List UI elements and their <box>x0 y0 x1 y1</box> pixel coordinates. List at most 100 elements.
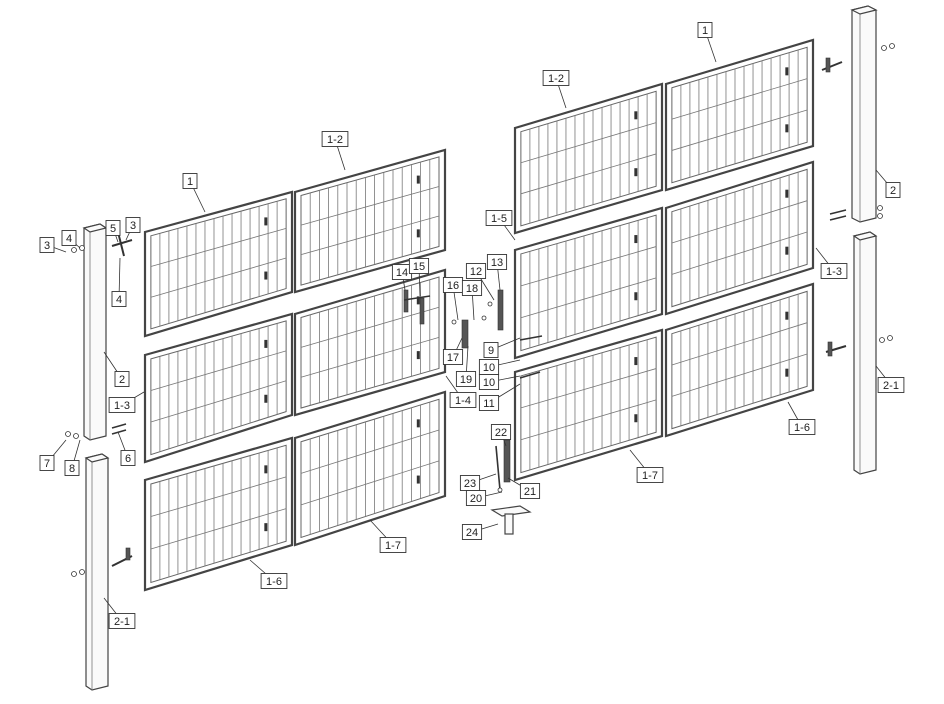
part-label-text: 18 <box>466 283 478 295</box>
part-label-p9: 9 <box>483 337 521 358</box>
part-label-text: 2-1 <box>883 380 899 392</box>
mounting-bolts-left <box>65 423 127 439</box>
part-label-text: 10 <box>483 362 495 374</box>
part-label-text: 2 <box>890 185 896 197</box>
panel-right-right-middle <box>664 160 815 316</box>
part-label-p1-2: 1-2 <box>542 70 570 109</box>
part-label-text: 23 <box>464 478 476 490</box>
part-label-p4: 4 <box>111 257 127 307</box>
panel-right-right-bottom <box>664 282 815 438</box>
part-label-p1-4: 1-4 <box>445 375 477 408</box>
part-label-p13: 13 <box>486 254 508 291</box>
part-label-p2: 2 <box>875 169 901 198</box>
left-post-upper <box>82 223 108 441</box>
part-label-text: 1-4 <box>455 395 471 407</box>
part-label-text: 1-2 <box>548 73 564 85</box>
part-label-text: 11 <box>483 398 494 410</box>
part-label-text: 15 <box>413 261 425 273</box>
part-label-text: 2 <box>119 374 125 386</box>
part-label-text: 10 <box>483 377 495 389</box>
part-label-text: 3 <box>130 220 136 232</box>
part-label-p1-7: 1-7 <box>369 519 407 553</box>
part-label-p10: 10 <box>478 359 521 375</box>
part-label-text: 17 <box>447 352 459 364</box>
part-label-text: 5 <box>110 223 116 235</box>
part-label-text: 24 <box>466 527 478 539</box>
part-label-text: 19 <box>460 374 472 386</box>
part-label-text: 14 <box>396 267 408 279</box>
panel-left2-middle <box>293 268 447 417</box>
part-label-text: 1-3 <box>114 400 130 412</box>
part-label-p3: 3 <box>125 217 141 241</box>
part-label-p1-6: 1-6 <box>249 559 288 589</box>
lock-assembly <box>403 289 543 379</box>
part-label-p5: 5 <box>105 220 121 243</box>
panel-right-left-bottom <box>513 328 664 482</box>
part-label-text: 3 <box>44 240 50 252</box>
part-label-p1-7: 1-7 <box>629 449 664 483</box>
part-label-p6: 6 <box>117 431 136 466</box>
part-label-text: 8 <box>69 463 75 475</box>
panel-left2-top <box>293 148 447 294</box>
panel-right-left-middle <box>513 206 664 360</box>
part-label-p1-5: 1-5 <box>485 210 516 241</box>
hinge-bolt-left-bottom <box>71 547 133 577</box>
part-label-p23: 23 <box>459 473 497 491</box>
part-label-p7: 7 <box>39 439 67 471</box>
part-label-p1: 1 <box>697 22 717 63</box>
part-label-text: 22 <box>495 427 507 439</box>
part-label-text: 1-5 <box>491 213 507 225</box>
part-label-text: 1-6 <box>266 576 282 588</box>
part-label-p21: 21 <box>507 477 541 499</box>
part-label-p2: 2 <box>103 351 130 387</box>
part-label-text: 20 <box>470 493 482 505</box>
part-label-text: 1 <box>187 176 193 188</box>
part-label-text: 4 <box>66 233 72 245</box>
part-label-text: 1-7 <box>642 470 658 482</box>
part-label-p8: 8 <box>64 439 81 476</box>
part-label-p1-2: 1-2 <box>321 131 349 171</box>
part-label-text: 2-1 <box>114 616 130 628</box>
hinge-bolt-right-bottom <box>825 335 893 357</box>
panel-left-top <box>143 190 294 338</box>
part-label-text: 6 <box>125 453 131 465</box>
right-post-upper <box>850 5 878 223</box>
part-label-p15: 15 <box>408 258 430 297</box>
part-label-p24: 24 <box>461 523 499 540</box>
part-label-p20: 20 <box>465 490 503 506</box>
hinge-bolt-left-top <box>71 231 133 257</box>
part-label-p1-6: 1-6 <box>787 401 816 435</box>
left-post-lower <box>84 453 110 691</box>
part-label-p19: 19 <box>455 345 477 387</box>
right-gate-leaf <box>513 38 815 482</box>
part-label-p11: 11 <box>478 383 521 411</box>
left-gate-leaf <box>143 148 447 592</box>
part-label-p1-3: 1-3 <box>108 391 145 413</box>
ground-anchor <box>490 505 532 535</box>
part-label-p1-3: 1-3 <box>815 247 848 279</box>
part-label-text: 1-6 <box>794 422 810 434</box>
part-label-p2-1: 2-1 <box>103 597 136 629</box>
panel-left-bottom <box>143 436 294 592</box>
panel-right-right-top <box>664 38 815 192</box>
part-label-text: 21 <box>524 486 536 498</box>
mounting-bolts-right <box>829 205 883 221</box>
part-label-text: 1-3 <box>826 266 842 278</box>
drop-bolt-assembly <box>495 439 511 493</box>
panel-left-middle <box>143 312 294 464</box>
part-label-p22: 22 <box>490 424 512 447</box>
part-label-text: 4 <box>116 294 122 306</box>
part-label-text: 1-7 <box>385 540 401 552</box>
panel-right-left-top <box>513 82 664 235</box>
part-label-p3: 3 <box>39 237 67 253</box>
part-label-text: 1 <box>702 25 708 37</box>
right-post-lower <box>852 231 878 475</box>
part-label-p4: 4 <box>61 230 81 249</box>
part-label-p16: 16 <box>442 277 464 321</box>
part-label-text: 9 <box>488 345 494 357</box>
part-label-text: 1-2 <box>327 134 343 146</box>
part-label-text: 12 <box>470 266 482 278</box>
